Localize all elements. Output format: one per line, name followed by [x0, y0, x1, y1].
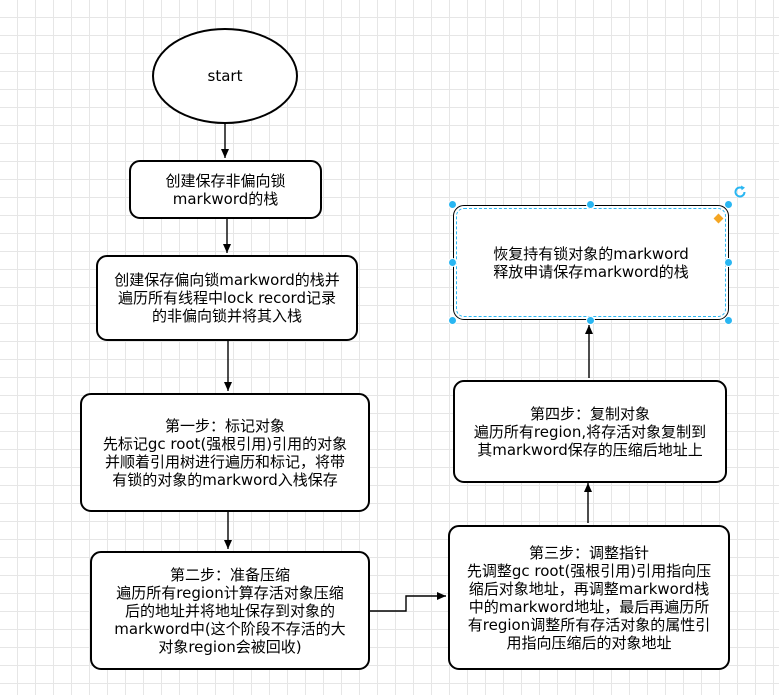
resize-handle-right[interactable]: [724, 258, 733, 267]
create-biased-lock-stack-node[interactable]: 创建保存偏向锁markword的栈并 遍历所有线程中lock record记录 …: [96, 255, 358, 341]
node-text-line: 第三步：调整指针: [528, 543, 649, 562]
node-text-line: 第二步：准备压缩: [169, 565, 290, 584]
node-text-line: 中的markword地址，最后再遍历所: [468, 597, 710, 616]
node-text-line: 先标记gc root(强根引用)引用的对象: [102, 434, 348, 453]
resize-handle-top-right[interactable]: [724, 200, 733, 209]
node-text-line: markword的栈: [172, 189, 279, 208]
node-text-line: 释放申请保存markword的栈: [493, 262, 689, 281]
node-text-line: 第一步：标记对象: [164, 416, 285, 435]
start-label: start: [207, 67, 243, 85]
resize-handle-bottom-right[interactable]: [724, 316, 733, 325]
node-text-line: 有锁的对象的markword入栈保存: [112, 470, 338, 489]
node-text-line: 第四步：复制对象: [529, 404, 650, 423]
node-text-line: 有region调整所有存活对象的属性引: [467, 615, 711, 634]
rotate-icon[interactable]: [732, 184, 748, 200]
node-text-line: 缩后对象地址，再调整markword栈: [468, 579, 710, 598]
edge-step-2-to-step-3[interactable]: [370, 592, 446, 612]
step-2-prepare-compaction-node[interactable]: 第二步：准备压缩 遍历所有region计算存活对象压缩 后的地址并将地址保存到对…: [90, 551, 370, 670]
resize-handle-top[interactable]: [586, 200, 595, 209]
node-text-line: 创建保存非偏向锁: [165, 171, 286, 190]
resize-handle-top-left[interactable]: [448, 200, 457, 209]
node-text-line: 的非偏向锁并将其入栈: [151, 307, 302, 325]
create-unbiased-lock-stack-node[interactable]: 创建保存非偏向锁 markword的栈: [129, 160, 322, 219]
node-text-line: 并顺着引用树进行遍历和标记，将带: [104, 452, 345, 471]
node-text-line: 其markword保存的压缩后地址上: [477, 440, 703, 459]
node-text-line: 后的地址并将地址保存到对象的: [124, 601, 335, 620]
restore-markword-node[interactable]: 恢复持有锁对象的markword 释放申请保存markword的栈: [453, 205, 729, 320]
resize-handle-bottom[interactable]: [586, 316, 595, 325]
node-text-line: 对象region会被回收): [158, 637, 302, 656]
node-text-line: 用指向压缩后的对象地址: [506, 633, 672, 652]
node-text-line: 先调整gc root(强根引用)引用指向压: [466, 561, 712, 580]
node-text-line: 遍历所有region计算存活对象压缩: [116, 583, 344, 602]
step-1-mark-objects-node[interactable]: 第一步：标记对象 先标记gc root(强根引用)引用的对象 并顺着引用树进行遍…: [80, 393, 370, 512]
step-4-copy-objects-node[interactable]: 第四步：复制对象 遍历所有region,将存活对象复制到 其markword保存…: [453, 380, 727, 483]
step-3-adjust-pointers-node[interactable]: 第三步：调整指针 先调整gc root(强根引用)引用指向压 缩后对象地址，再调…: [448, 525, 730, 670]
node-text-line: markword中(这个阶段不存活的大: [114, 619, 346, 638]
node-text-line: 恢复持有锁对象的markword: [493, 244, 689, 263]
resize-handle-bottom-left[interactable]: [448, 316, 457, 325]
start-node[interactable]: start: [152, 28, 298, 124]
resize-handle-left[interactable]: [448, 258, 457, 267]
node-text-line: 创建保存偏向锁markword的栈并: [114, 271, 340, 289]
node-text-line: 遍历所有region,将存活对象复制到: [473, 422, 707, 441]
node-text-line: 遍历所有线程中lock record记录: [118, 289, 336, 307]
